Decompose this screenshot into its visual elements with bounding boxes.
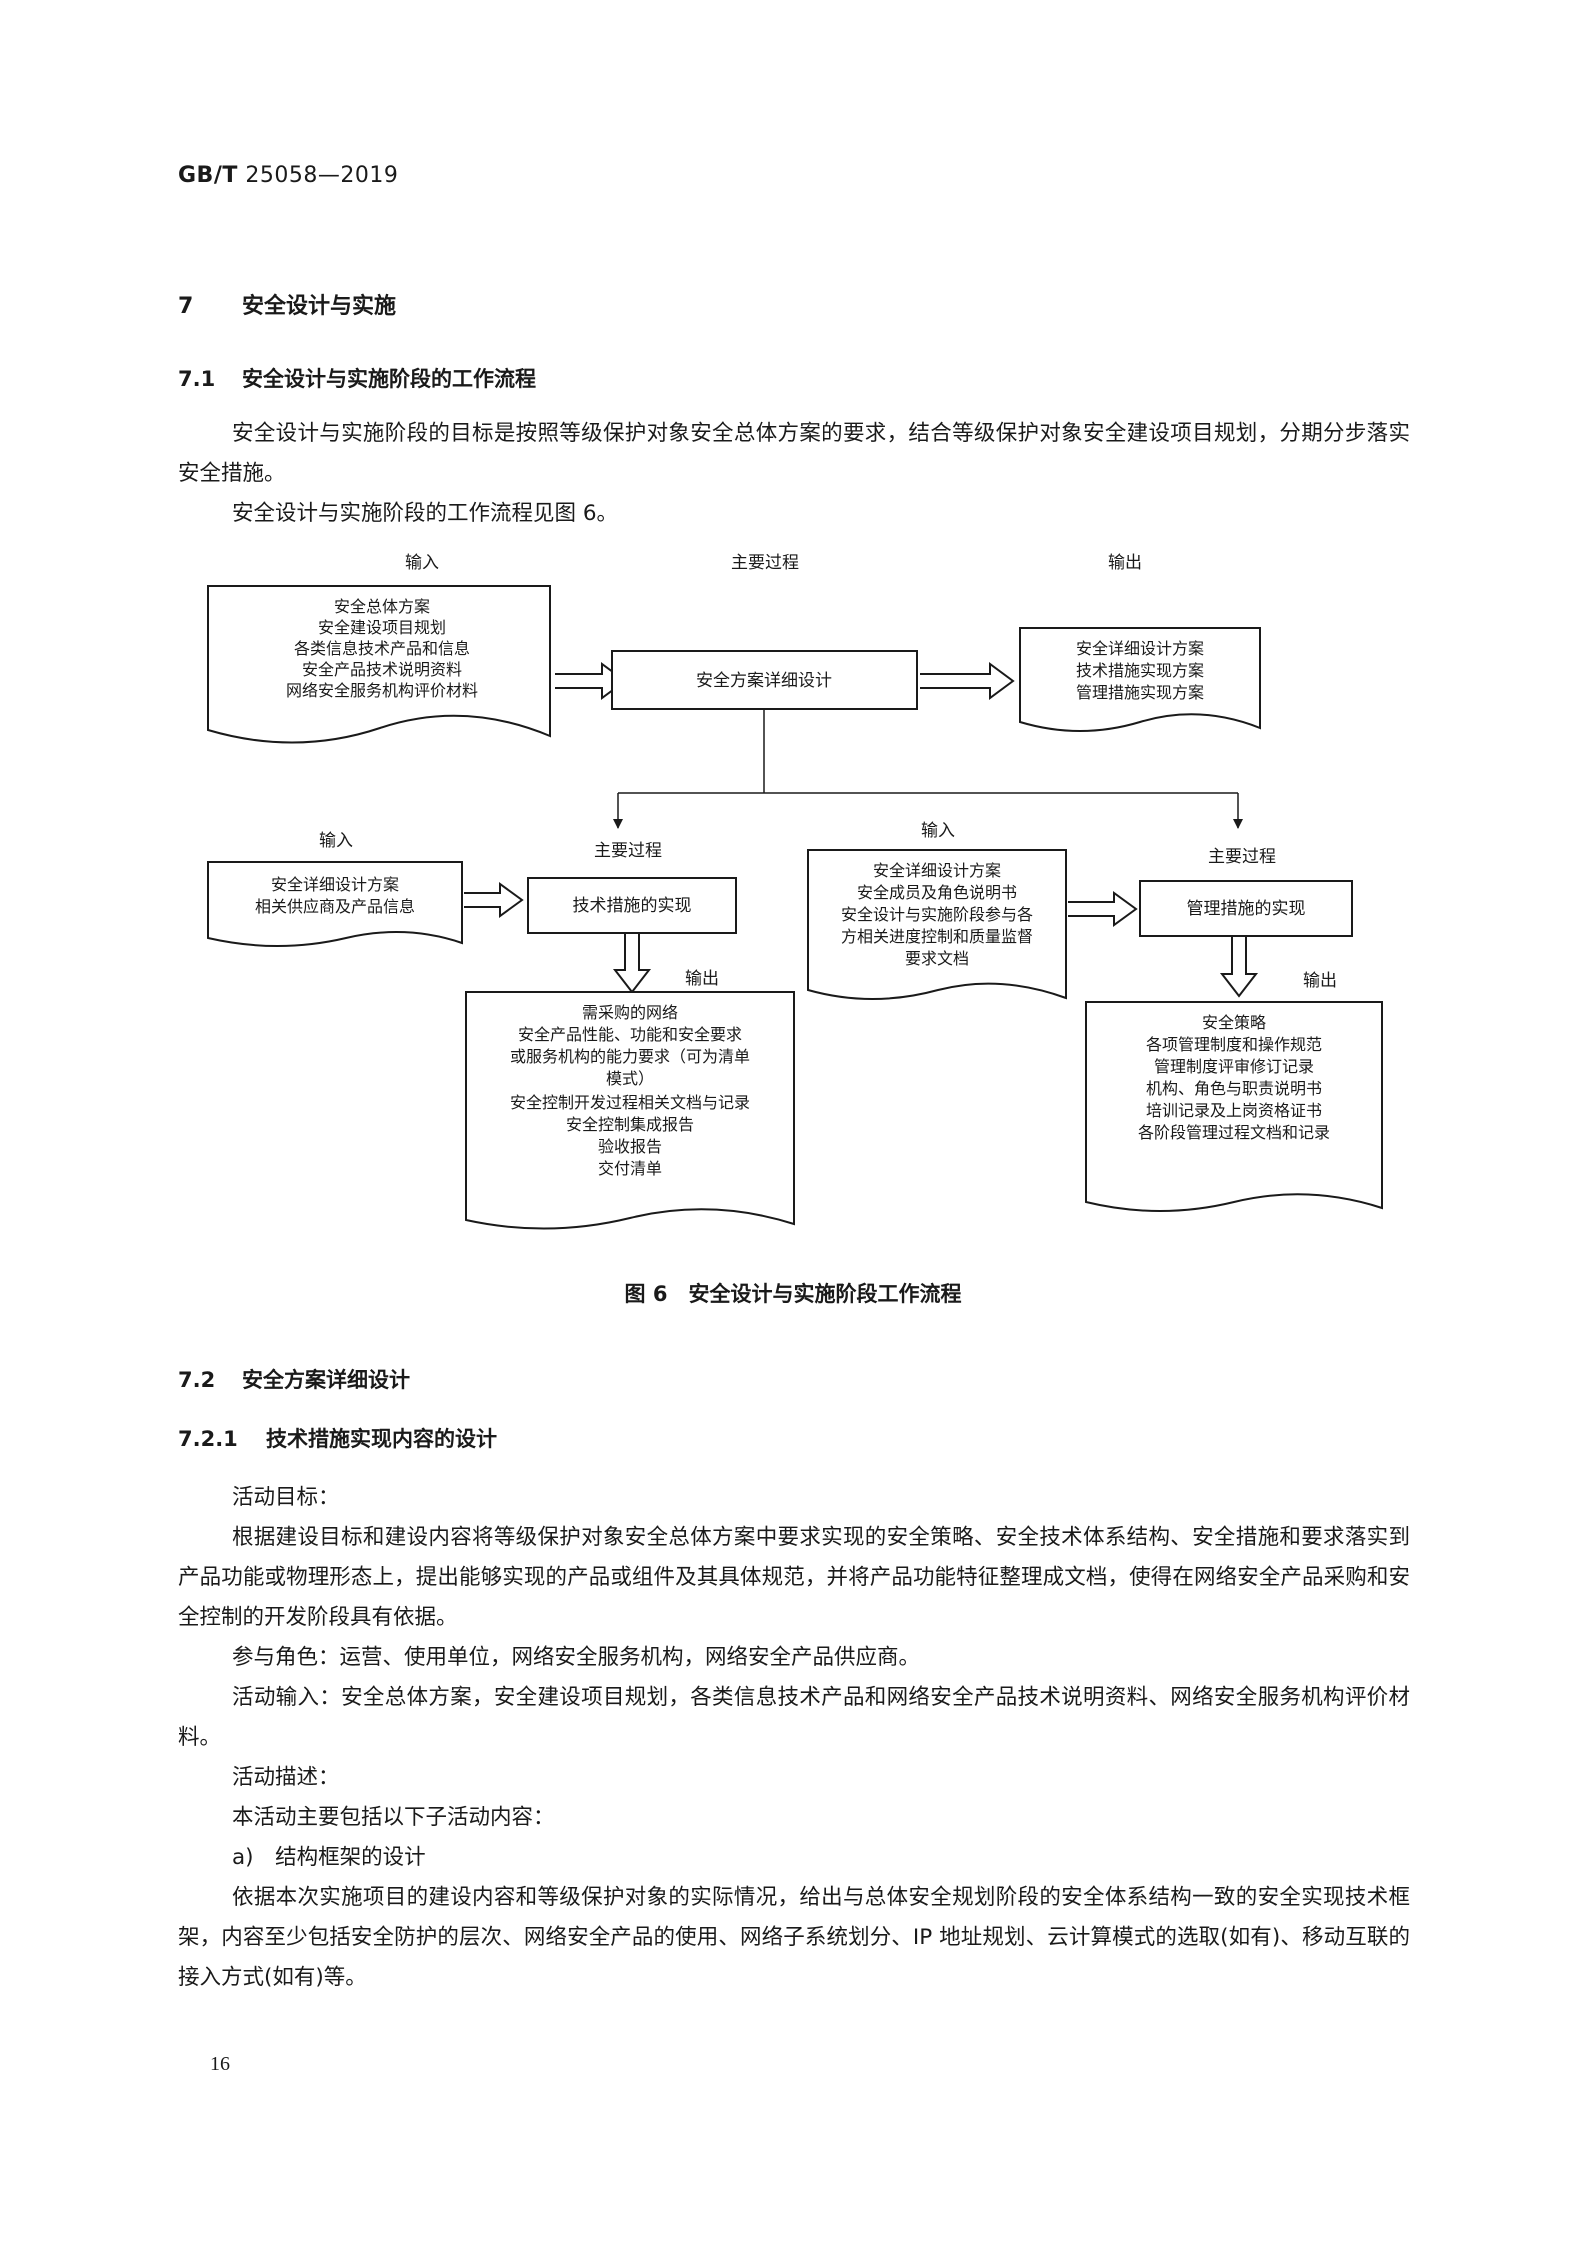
svg-text:安全总体方案: 安全总体方案: [334, 597, 430, 616]
svg-text:管理措施实现方案: 管理措施实现方案: [1076, 683, 1204, 702]
left-output-document: [465, 991, 795, 1230]
goal-paragraph: 根据建设目标和建设内容将等级保护对象安全总体方案中要求实现的安全策略、安全技术体…: [178, 1525, 1410, 1630]
mid-input-text: 安全详细设计方案 安全成员及角色说明书 安全设计与实施阶段参与各 方相关进度控制…: [841, 861, 1033, 968]
svg-text:网络安全服务机构评价材料: 网络安全服务机构评价材料: [286, 681, 478, 700]
svg-text:培训记录及上岗资格证书: 培训记录及上岗资格证书: [1146, 1101, 1322, 1120]
svg-text:各类信息技术产品和信息: 各类信息技术产品和信息: [294, 639, 470, 658]
label-output-right: 输出: [1303, 971, 1337, 991]
svg-text:模式）: 模式）: [606, 1069, 654, 1088]
svg-text:安全详细设计方案: 安全详细设计方案: [1076, 639, 1204, 658]
svg-text:安全详细设计方案: 安全详细设计方案: [271, 875, 399, 894]
mid-input-document: [807, 849, 1067, 1000]
svg-text:安全控制集成报告: 安全控制集成报告: [566, 1115, 694, 1134]
svg-text:交付清单: 交付清单: [598, 1159, 662, 1178]
label-input-left: 输入: [319, 831, 353, 851]
arrow-left-in: [464, 882, 524, 918]
top-output-document: [1019, 627, 1261, 732]
top-process-box: [611, 650, 918, 710]
right-output-document: [1085, 1001, 1383, 1212]
intro-paragraph-2: 安全设计与实施阶段的工作流程见图 6。: [232, 501, 619, 526]
label-output-left: 输出: [685, 969, 719, 989]
branch-connector: [618, 709, 1238, 794]
intro-paragraph: 安全设计与实施阶段的目标是按照等级保护对象安全总体方案的要求，结合等级保护对象安…: [178, 421, 1410, 486]
right-output-text: 安全策略 各项管理制度和操作规范 管理制度评审修订记录 机构、角色与职责说明书 …: [1138, 1013, 1330, 1142]
svg-text:安全产品技术说明资料: 安全产品技术说明资料: [302, 660, 462, 679]
figure-caption: 图 6 安全设计与实施阶段工作流程: [624, 1282, 962, 1306]
standard-code: GB/T 25058—2019: [178, 163, 399, 188]
svg-text:安全设计与实施阶段参与各: 安全设计与实施阶段参与各: [841, 905, 1033, 924]
svg-text:各项管理制度和操作规范: 各项管理制度和操作规范: [1146, 1035, 1322, 1054]
list-item-a: a) 结构框架的设计: [232, 1845, 426, 1870]
svg-text:方相关进度控制和质量监督: 方相关进度控制和质量监督: [841, 927, 1033, 946]
arrow-right-down: [1219, 937, 1259, 998]
right-process-label: 管理措施的实现: [1187, 899, 1306, 919]
label-main-left: 主要过程: [594, 841, 662, 861]
svg-text:安全建设项目规划: 安全建设项目规划: [318, 618, 446, 637]
left-output-text: 需采购的网络 安全产品性能、功能和安全要求 或服务机构的能力要求（可为清单 模式…: [510, 1003, 750, 1178]
roles-paragraph: 参与角色：运营、使用单位，网络安全服务机构，网络安全产品供应商。: [232, 1645, 921, 1670]
top-input-document: [207, 585, 551, 744]
svg-text:安全成员及角色说明书: 安全成员及角色说明书: [857, 883, 1017, 902]
left-input-document: [207, 861, 463, 947]
goal-label: 活动目标：: [232, 1485, 340, 1510]
page-number: 16: [210, 2053, 230, 2075]
svg-text:或服务机构的能力要求（可为清单: 或服务机构的能力要求（可为清单: [510, 1047, 750, 1066]
top-input-text: 安全总体方案 安全建设项目规划 各类信息技术产品和信息 安全产品技术说明资料 网…: [286, 597, 478, 700]
desc-intro: 本活动主要包括以下子活动内容：: [232, 1805, 555, 1830]
svg-text:要求文档: 要求文档: [905, 949, 969, 968]
svg-text:相关供应商及产品信息: 相关供应商及产品信息: [255, 897, 415, 916]
left-process-label: 技术措施的实现: [573, 896, 692, 916]
top-process-label: 安全方案详细设计: [696, 671, 832, 691]
arrow-top-out: [920, 662, 1015, 700]
svg-text:需采购的网络: 需采购的网络: [582, 1003, 678, 1022]
workflow-diagram: 输入 主要过程 输出 安全总体方案 安全建设项目规划 各类信息技术产品和信息 安…: [207, 553, 1383, 1230]
svg-text:安全详细设计方案: 安全详细设计方案: [873, 861, 1001, 880]
label-main-top: 主要过程: [731, 553, 799, 573]
left-input-text: 安全详细设计方案 相关供应商及产品信息: [255, 875, 415, 916]
svg-text:技术措施实现方案: 技术措施实现方案: [1076, 661, 1204, 680]
svg-text:机构、角色与职责说明书: 机构、角色与职责说明书: [1146, 1079, 1322, 1098]
inputs-paragraph: 活动输入：安全总体方案，安全建设项目规划，各类信息技术产品和网络安全产品技术说明…: [178, 1685, 1410, 1750]
item-a-paragraph: 依据本次实施项目的建设内容和等级保护对象的实际情况，给出与总体安全规划阶段的安全…: [178, 1885, 1410, 1990]
left-process-box: [527, 877, 737, 934]
svg-text:安全策略: 安全策略: [1202, 1013, 1266, 1032]
top-output-text: 安全详细设计方案 技术措施实现方案 管理措施实现方案: [1076, 639, 1204, 702]
svg-text:验收报告: 验收报告: [598, 1137, 662, 1156]
svg-text:管理制度评审修订记录: 管理制度评审修订记录: [1154, 1057, 1314, 1076]
svg-text:安全产品性能、功能和安全要求: 安全产品性能、功能和安全要求: [518, 1025, 742, 1044]
svg-text:各阶段管理过程文档和记录: 各阶段管理过程文档和记录: [1138, 1123, 1330, 1142]
svg-text:安全控制开发过程相关文档与记录: 安全控制开发过程相关文档与记录: [510, 1093, 750, 1112]
arrow-mid-in: [1068, 891, 1138, 927]
arrow-left-down: [612, 934, 652, 994]
label-main-right: 主要过程: [1208, 847, 1276, 867]
label-output-top: 输出: [1108, 553, 1142, 573]
right-process-box: [1139, 880, 1353, 937]
label-input-top: 输入: [405, 553, 439, 573]
label-input-mid: 输入: [921, 821, 955, 841]
desc-label: 活动描述：: [232, 1765, 340, 1790]
